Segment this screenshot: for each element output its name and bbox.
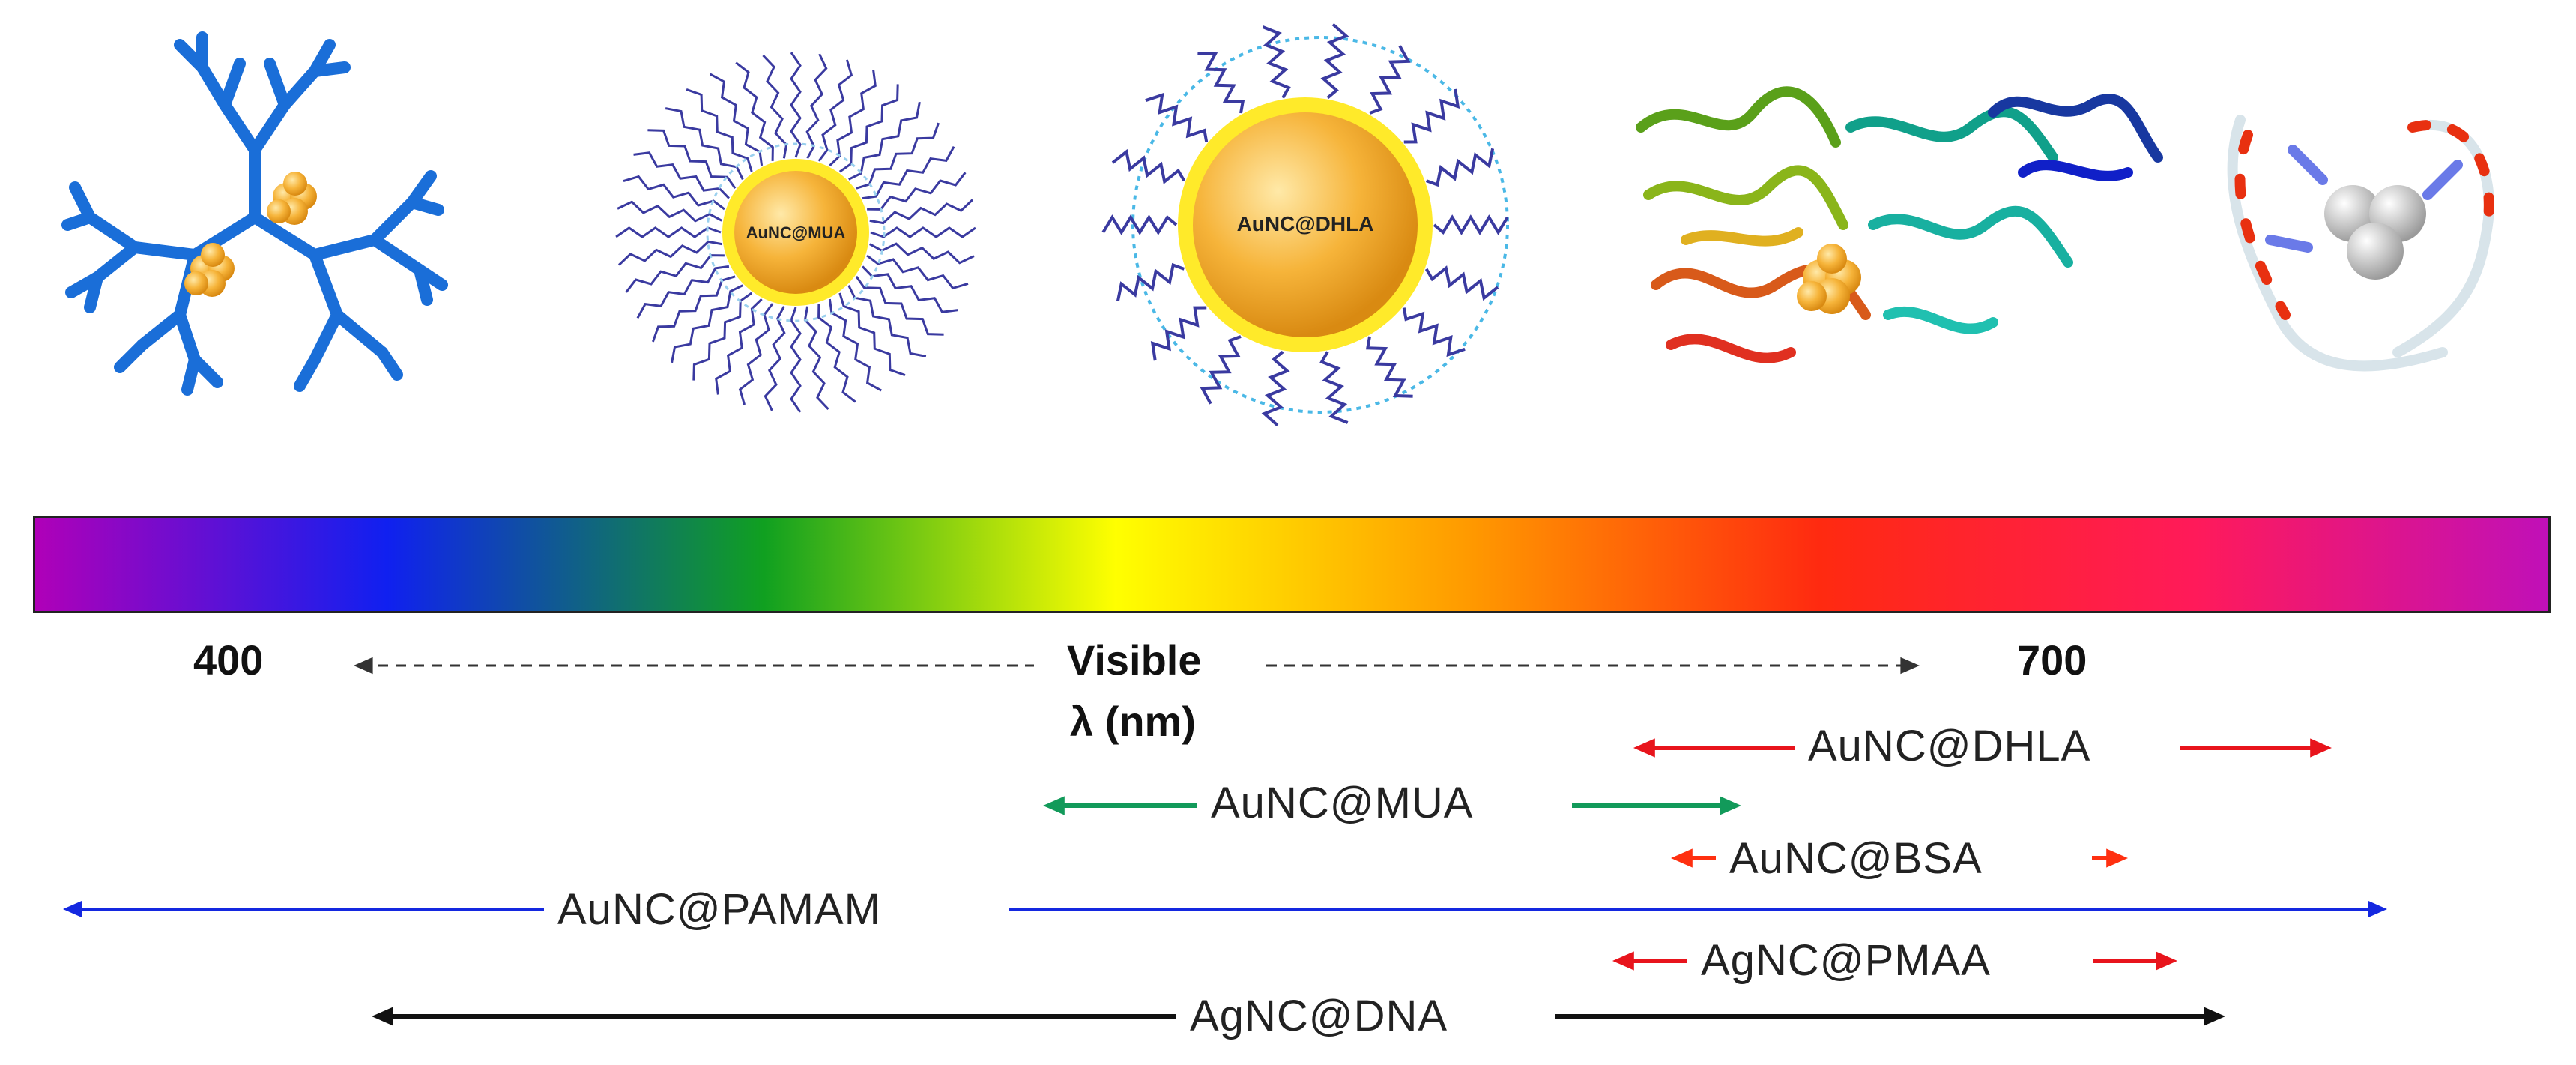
ligand-chain — [617, 240, 722, 266]
ligand-chain — [1101, 214, 1178, 235]
ligand-chain — [715, 298, 763, 395]
ligand-chain — [828, 298, 883, 392]
arrowhead-icon — [1671, 848, 1693, 868]
gold-core-icon — [1193, 112, 1418, 337]
ligand-chain — [855, 275, 944, 336]
ligand-chain — [665, 107, 744, 180]
axis-end-label: 700 — [2017, 636, 2087, 684]
ligand-chain — [738, 303, 774, 405]
ligand-chain — [671, 284, 743, 363]
emission-range-label: AuNC@PAMAM — [544, 884, 895, 935]
ligand-chain — [1116, 262, 1185, 302]
ligand-chain — [623, 175, 725, 211]
arrowhead-icon — [2106, 848, 2128, 868]
mua-ligand-shell-icon — [615, 52, 976, 413]
visible-spectrum-bar — [33, 516, 2551, 613]
ligand-chain — [762, 54, 788, 159]
ligand-chain — [1365, 336, 1413, 398]
gold-core-icon — [734, 171, 857, 294]
ligand-chain — [790, 52, 802, 158]
ligand-chain — [1433, 214, 1509, 235]
ligand-chain — [625, 254, 725, 293]
visible-label: Visible — [1067, 636, 1202, 684]
arrowhead-icon — [63, 900, 82, 918]
ligand-chain — [869, 242, 975, 265]
ligand-chain — [764, 306, 786, 411]
core-label-dhla: AuNC@DHLA — [1237, 212, 1374, 235]
arrowhead-icon — [2204, 1007, 2225, 1026]
bsa-protein-icon — [1636, 86, 2163, 363]
arrowhead-icon — [1612, 951, 1634, 971]
ligand-chain — [1262, 25, 1291, 99]
arrowhead-icon — [1900, 657, 1920, 675]
ligand-chain — [856, 122, 940, 190]
ligand-chain — [790, 307, 802, 413]
silver-cluster-icon — [2324, 185, 2426, 280]
ligand-chain — [651, 275, 736, 343]
pamam-dendrimer-icon — [61, 31, 448, 396]
ligand-chain — [867, 172, 967, 211]
ligand-chain — [735, 61, 774, 161]
ligand-chain — [1200, 335, 1242, 405]
dna-strand-icon — [2227, 115, 2494, 372]
ligand-chain — [1261, 350, 1290, 426]
ligand-chain — [692, 292, 753, 381]
ligand-chain — [847, 285, 927, 357]
ligand-chain — [1150, 306, 1207, 361]
ligand-chain — [803, 306, 829, 411]
ligand-chain — [838, 292, 906, 377]
ligand-chain — [1424, 265, 1499, 301]
core-label-mua: AuNC@MUA — [746, 223, 846, 242]
ligand-chain — [870, 226, 976, 238]
ligand-chain — [686, 88, 753, 172]
ligand-chain — [1403, 88, 1460, 144]
ligand-chain — [636, 265, 730, 319]
ligand-chain — [862, 145, 955, 200]
arrowhead-icon — [2310, 738, 2332, 758]
emission-range-label: AuNC@DHLA — [1795, 721, 2105, 771]
arrowhead-icon — [354, 657, 373, 675]
ligand-chain — [1111, 148, 1186, 184]
ligand-chain — [647, 129, 737, 190]
gold-cluster-icon — [1797, 244, 1861, 314]
ligand-chain — [615, 226, 722, 238]
ligand-chain — [848, 101, 921, 181]
ligand-chain — [617, 200, 722, 223]
ligand-chain — [829, 70, 877, 166]
ligand-chain — [866, 254, 969, 290]
emission-range-label: AgNC@PMAA — [1687, 935, 2004, 986]
arrowhead-icon — [2156, 951, 2177, 971]
nanocluster-illustrations: AuNC@MUA AuNC@DHLA — [61, 23, 2494, 426]
wavelength-unit-label: λ (nm) — [1070, 698, 1196, 745]
arrowhead-icon — [2368, 900, 2387, 918]
ligand-chain — [1145, 92, 1209, 142]
ligand-chain — [1319, 351, 1349, 424]
axis-start-label: 400 — [193, 636, 264, 684]
ligand-chain — [838, 84, 899, 173]
ligand-chain — [633, 151, 730, 199]
ligand-chain — [1369, 45, 1411, 115]
ligand-chain — [817, 304, 856, 403]
ligand-chain — [1197, 52, 1245, 114]
ligand-chain — [817, 59, 853, 162]
ligand-chain — [805, 53, 828, 159]
arrowhead-icon — [1720, 796, 1741, 815]
arrowhead-icon — [1633, 738, 1655, 758]
emission-range-label: AgNC@DNA — [1176, 991, 1462, 1041]
arrowhead-icon — [1043, 796, 1065, 815]
dhla-ligand-chains-icon — [1101, 23, 1509, 426]
ligand-chain — [709, 73, 764, 166]
arrowhead-icon — [372, 1007, 393, 1026]
ligand-chain — [862, 265, 958, 313]
emission-range-label: AuNC@MUA — [1197, 778, 1487, 828]
emission-range-label: AuNC@BSA — [1716, 833, 1996, 884]
ligand-chain — [1320, 23, 1349, 100]
gold-cluster-icon — [184, 172, 317, 297]
ligand-chain — [1425, 148, 1495, 187]
ligand-chain — [1402, 307, 1466, 357]
ligand-chain — [869, 199, 974, 225]
